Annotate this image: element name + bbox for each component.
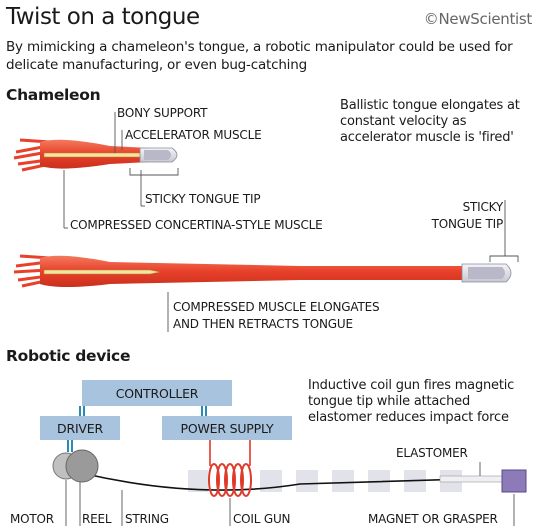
label-magnet-grasper: MAGNET OR GRASPER [368, 512, 498, 526]
label-sticky-right-1: STICKY [462, 200, 504, 214]
chameleon-leaders-1 [63, 112, 179, 229]
label-string: STRING [125, 512, 169, 526]
label-compressed-muscle: COMPRESSED CONCERTINA-STYLE MUSCLE [70, 218, 323, 232]
coil-gun-shape [208, 463, 252, 497]
brand-logo: ©NewScientist [423, 10, 533, 28]
power-supply-box: POWER SUPPLY [162, 416, 292, 440]
chameleon-tongue-extended [13, 254, 512, 288]
controller-box: CONTROLLER [82, 380, 232, 406]
chameleon-tongue-compressed [13, 138, 178, 172]
robot-note: Inductive coil gun fires magnetic tongue… [308, 378, 515, 425]
robot-heading: Robotic device [6, 347, 131, 365]
label-elastomer: ELASTOMER [396, 446, 468, 460]
label-reel: REEL [82, 512, 112, 526]
reel-shape [65, 449, 99, 483]
label-sticky-tongue-tip: STICKY TONGUE TIP [145, 192, 261, 206]
elastomer-shape [439, 475, 503, 483]
label-elongates-2: AND THEN RETRACTS TONGUE [173, 317, 353, 331]
robot-leaders [65, 462, 515, 526]
string-line [85, 473, 501, 491]
label-accelerator-muscle: ACCELERATOR MUSCLE [125, 128, 262, 142]
driver-box: DRIVER [40, 416, 120, 440]
page-title: Twist on a tongue [6, 4, 200, 30]
label-elongates-1: COMPRESSED MUSCLE ELONGATES [173, 300, 380, 314]
label-bony-support: BONY SUPPORT [117, 106, 208, 120]
chameleon-note: Ballistic tongue elongates at constant v… [340, 98, 520, 145]
chameleon-heading: Chameleon [6, 86, 101, 104]
label-coil-gun: COIL GUN [233, 512, 291, 526]
subtitle: By mimicking a chameleon's tongue, a rob… [6, 39, 513, 73]
magnet-shape [501, 469, 527, 493]
label-sticky-right-2: TONGUE TIP [431, 217, 504, 231]
coil-power-wires [209, 440, 251, 466]
controller-wires [67, 406, 207, 452]
chameleon-leaders-2 [167, 200, 519, 332]
label-motor: MOTOR [10, 512, 54, 526]
